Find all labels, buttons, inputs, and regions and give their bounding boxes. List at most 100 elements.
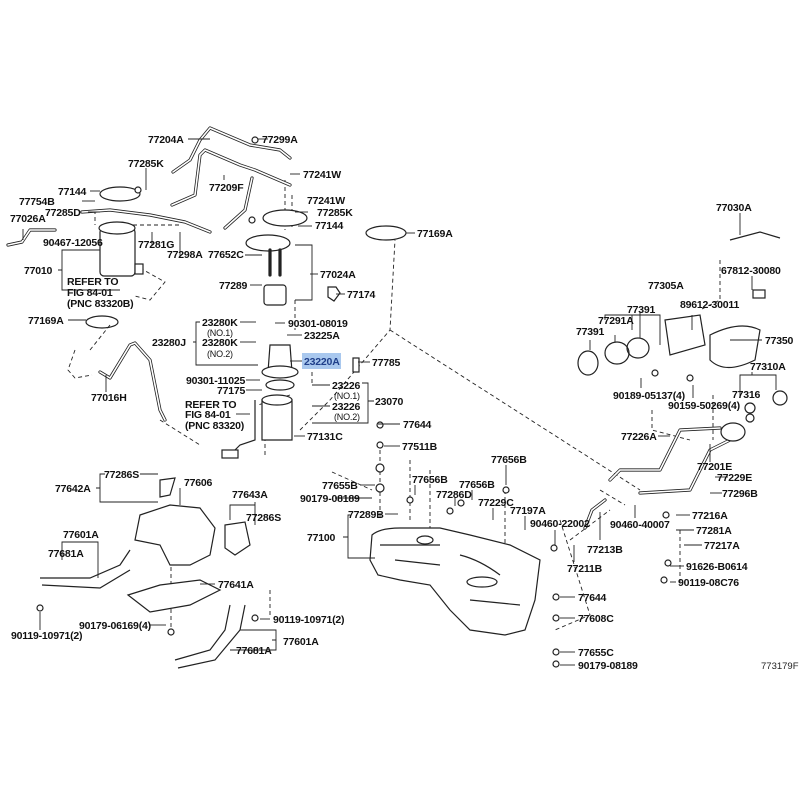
part-label[interactable]: 77305A <box>648 280 684 292</box>
part-label[interactable]: 77197A <box>510 505 546 517</box>
part-label[interactable]: 77229E <box>717 472 752 484</box>
part-label[interactable]: 77754B <box>19 196 55 208</box>
fuel-lines-upper <box>6 126 292 247</box>
part-label[interactable]: 90119-08C76 <box>678 577 739 589</box>
part-label[interactable]: 77174 <box>347 289 376 301</box>
part-label[interactable]: 90460-40007 <box>610 519 670 531</box>
part-label[interactable]: 90301-08019 <box>288 318 348 330</box>
fuel-tank-drawing <box>369 527 541 636</box>
part-label[interactable]: 90189-05137(4) <box>613 390 685 402</box>
part-label[interactable]: 77241W <box>307 195 345 207</box>
part-label[interactable]: 77213B <box>587 544 623 556</box>
part-label[interactable]: 77281G <box>138 239 174 251</box>
part-label[interactable]: 77144 <box>58 186 87 198</box>
part-label[interactable]: 77216A <box>692 510 728 522</box>
part-label[interactable]: 77226A <box>621 431 657 443</box>
part-label[interactable]: 77016H <box>91 392 127 404</box>
part-label[interactable]: 77644 <box>403 419 432 431</box>
part-label[interactable]: 77656B <box>491 454 527 466</box>
part-label[interactable]: 77655C <box>578 647 614 659</box>
part-label[interactable]: 77030A <box>716 202 752 214</box>
part-label[interactable]: 77316 <box>732 389 761 401</box>
part-label[interactable]: 77131C <box>307 431 343 443</box>
part-label[interactable]: 90119-10971(2) <box>273 614 345 626</box>
part-label[interactable]: 77211B <box>567 563 603 575</box>
part-label[interactable]: 77642A <box>55 483 91 495</box>
part-label[interactable]: 77144 <box>315 220 344 232</box>
part-label[interactable]: 90301-11025 <box>186 375 246 387</box>
part-label[interactable]: 90460-22002 <box>530 518 590 530</box>
part-label[interactable]: 77644 <box>578 592 607 604</box>
part-label[interactable]: 23226 <box>332 380 361 392</box>
highlighted-part-23220A[interactable]: 23220A <box>302 353 341 369</box>
part-label[interactable]: 90467-12056 <box>43 237 103 249</box>
part-label[interactable]: 77656B <box>412 474 448 486</box>
part-label[interactable]: 77204A <box>148 134 184 146</box>
part-label[interactable]: 23280K <box>202 337 238 349</box>
part-label[interactable]: 77209F <box>209 182 244 194</box>
part-label[interactable]: 23226 <box>332 401 361 413</box>
leader-lines <box>22 138 777 666</box>
part-label[interactable]: 77681A <box>48 548 84 560</box>
part-label[interactable]: 90159-50269(4) <box>668 400 740 412</box>
part-label[interactable]: 77175 <box>217 385 246 397</box>
reference-note: REFER TO <box>67 276 118 288</box>
part-label[interactable]: 77296B <box>722 488 758 500</box>
part-label[interactable]: 77391 <box>627 304 656 316</box>
part-label[interactable]: 77652C <box>208 249 244 261</box>
part-label[interactable]: 77681A <box>236 645 272 657</box>
part-label[interactable]: 77608C <box>578 613 614 625</box>
part-label[interactable]: 77655B <box>322 480 358 492</box>
part-label[interactable]: 77285D <box>45 207 81 219</box>
part-label[interactable]: 77026A <box>10 213 46 225</box>
vent-tube-drawing <box>85 263 167 422</box>
part-label[interactable]: 77601A <box>63 529 99 541</box>
part-label[interactable]: 77310A <box>750 361 786 373</box>
part-label[interactable]: 77299A <box>262 134 298 146</box>
part-label[interactable]: 77281A <box>696 525 732 537</box>
fuel-filter-drawing <box>98 186 141 277</box>
part-label[interactable]: 77100 <box>307 532 336 544</box>
part-label[interactable]: 77217A <box>704 540 740 552</box>
part-label[interactable]: 77285K <box>128 158 164 170</box>
part-label[interactable]: 23225A <box>304 330 340 342</box>
part-label[interactable]: 77785 <box>372 357 401 369</box>
part-label[interactable]: 77286S <box>104 469 139 481</box>
part-label[interactable]: 90179-06169(4) <box>79 620 151 632</box>
part-label-highlighted[interactable]: 23220A <box>304 356 340 368</box>
part-label[interactable]: 77643A <box>232 489 268 501</box>
part-label[interactable]: 77606 <box>184 477 213 489</box>
part-label[interactable]: 77229C <box>478 497 514 509</box>
part-label[interactable]: 90119-10971(2) <box>11 630 83 642</box>
part-label[interactable]: 23070 <box>375 396 404 408</box>
part-label[interactable]: 77391 <box>576 326 605 338</box>
part-label[interactable]: 23280K <box>202 317 238 329</box>
part-label[interactable]: 77286S <box>246 512 281 524</box>
part-label[interactable]: 77169A <box>28 315 64 327</box>
part-label[interactable]: 23280J <box>152 337 186 349</box>
part-label[interactable]: 77286D <box>436 489 472 501</box>
position-note: (NO.2) <box>207 349 233 359</box>
part-label[interactable]: 77601A <box>283 636 319 648</box>
part-label[interactable]: 77289B <box>348 509 384 521</box>
part-label[interactable]: 77656B <box>459 479 495 491</box>
part-label[interactable]: 89612-30011 <box>680 299 740 311</box>
part-label[interactable]: 77010 <box>24 265 53 277</box>
protector-drawings <box>40 477 251 669</box>
part-label[interactable]: 77241W <box>303 169 341 181</box>
part-label[interactable]: 90179-08189 <box>300 493 360 505</box>
part-label[interactable]: 77289 <box>219 280 248 292</box>
part-label[interactable]: 67812-30080 <box>721 265 781 277</box>
part-label[interactable]: 77641A <box>218 579 254 591</box>
part-label[interactable]: 77291A <box>598 315 634 327</box>
part-label[interactable]: 77298A <box>167 249 203 261</box>
part-label[interactable]: 90179-08189 <box>578 660 638 672</box>
part-label[interactable]: 77201E <box>697 461 732 473</box>
part-label[interactable]: 77285K <box>317 207 353 219</box>
part-label[interactable]: 77169A <box>417 228 453 240</box>
part-label[interactable]: 77511B <box>402 441 438 453</box>
part-label[interactable]: 77350 <box>765 335 794 347</box>
part-label[interactable]: 77024A <box>320 269 356 281</box>
small-fasteners <box>36 136 694 668</box>
part-label[interactable]: 91626-B0614 <box>686 561 748 573</box>
